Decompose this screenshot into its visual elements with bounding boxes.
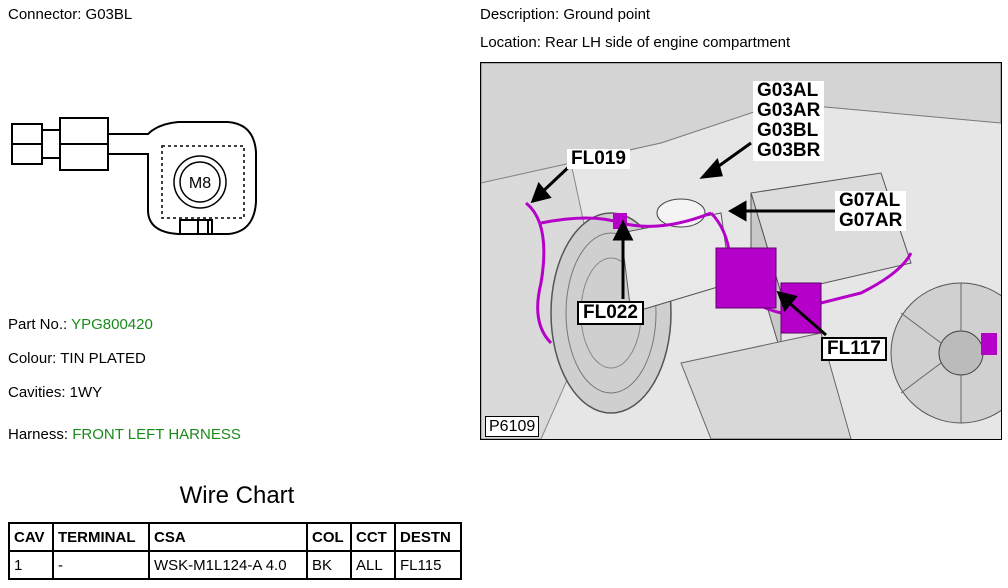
- header-cct: CCT: [350, 522, 396, 552]
- header-cav: CAV: [8, 522, 54, 552]
- wire-chart-title: Wire Chart: [179, 482, 295, 509]
- callout-g03ar: G03AR: [757, 100, 821, 121]
- callout-fl019: FL019: [567, 149, 630, 169]
- part-number-label: Part No.:: [8, 316, 72, 333]
- harness-info: Harness: FRONT LEFT HARNESS: [8, 426, 241, 443]
- callout-g03br: G03BR: [757, 140, 821, 161]
- callout-g03: G03AL G03AR G03BL G03BR: [753, 80, 825, 161]
- description: Description: Ground point: [480, 6, 651, 23]
- cell-cav: 1: [8, 550, 54, 580]
- callout-fl022: FL022: [577, 301, 644, 325]
- stud-size-label: M8: [189, 175, 211, 192]
- cavities-info: Cavities: 1WY: [8, 384, 103, 401]
- callout-g07: G07AL G07AR: [835, 190, 907, 231]
- callout-g07al: G07AL: [839, 190, 901, 211]
- harness-value: FRONT LEFT HARNESS: [72, 426, 241, 443]
- header-csa: CSA: [148, 522, 308, 552]
- colour-info: Colour: TIN PLATED: [8, 350, 146, 367]
- header-destn: DESTN: [394, 522, 462, 552]
- part-number: Part No.: YPG800420: [8, 316, 153, 333]
- table-row: 1 - WSK-M1L124-A 4.0 BK ALL FL115: [8, 550, 462, 580]
- cell-cct: ALL: [350, 550, 396, 580]
- callout-fl117: FL117: [821, 337, 887, 361]
- location: Location: Rear LH side of engine compart…: [480, 34, 791, 51]
- wire-chart-table: CAV TERMINAL CSA COL CCT DESTN 1 - WSK-M…: [8, 522, 462, 580]
- header-terminal: TERMINAL: [52, 522, 150, 552]
- callout-g03al: G03AL: [757, 80, 819, 101]
- callout-g03bl: G03BL: [757, 120, 819, 141]
- wire-chart-header-row: CAV TERMINAL CSA COL CCT DESTN: [8, 522, 462, 552]
- harness-label: Harness:: [8, 426, 73, 443]
- connector-label: Connector: G03BL: [8, 6, 133, 23]
- engine-bay-illustration: [481, 63, 1001, 439]
- photo-id: P6109: [485, 416, 540, 437]
- cell-terminal: -: [52, 550, 150, 580]
- part-number-value: YPG800420: [71, 316, 153, 333]
- cell-csa: WSK-M1L124-A 4.0: [148, 550, 308, 580]
- header-col: COL: [306, 522, 352, 552]
- location-photo: G03AL G03AR G03BL G03BR G07AL G07AR FL01…: [480, 62, 1002, 440]
- cell-destn: FL115: [394, 550, 462, 580]
- callout-g07ar: G07AR: [839, 210, 903, 231]
- connector-drawing: M8: [11, 117, 257, 235]
- cell-col: BK: [306, 550, 352, 580]
